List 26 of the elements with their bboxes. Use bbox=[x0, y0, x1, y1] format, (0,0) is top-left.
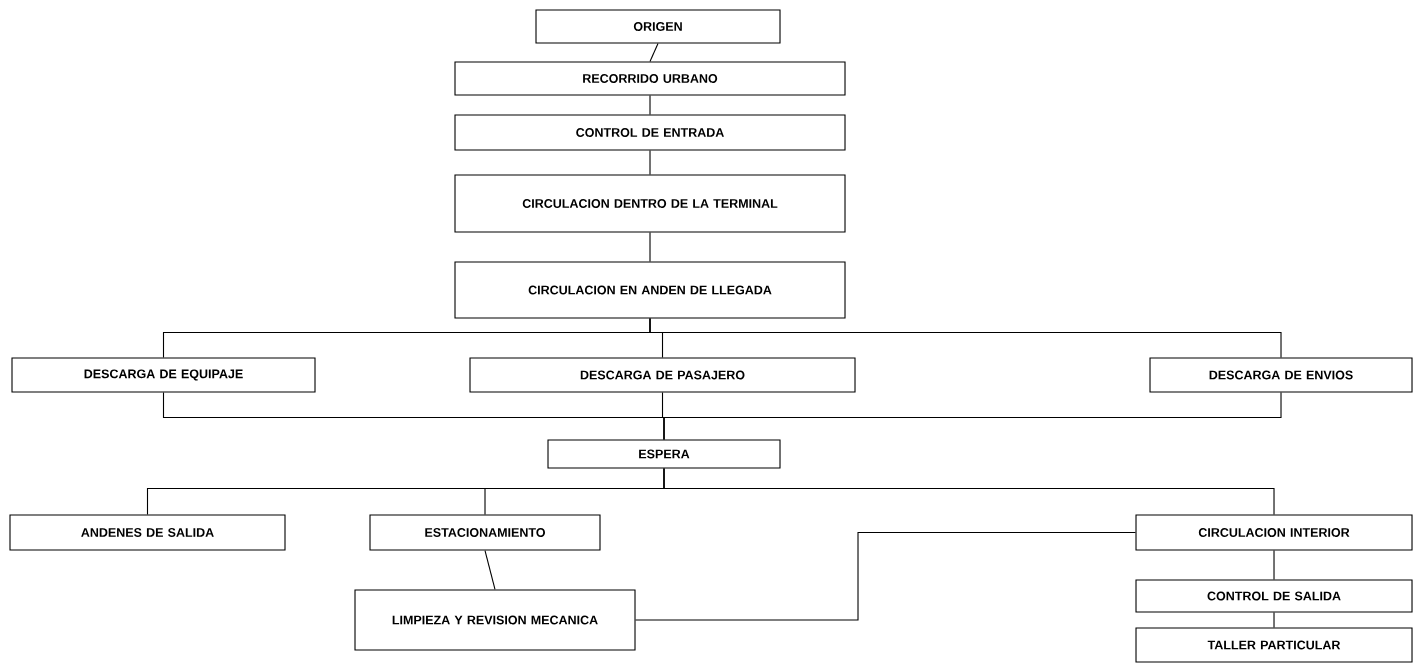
process-box: RECORRIDO URBANO bbox=[454, 61, 846, 96]
process-box: CIRCULACION INTERIOR bbox=[1135, 514, 1413, 551]
connector-line bbox=[649, 318, 1282, 358]
process-box: TALLER PARTICULAR bbox=[1135, 627, 1413, 663]
connector-line bbox=[484, 550, 496, 590]
process-box: CONTROL DE SALIDA bbox=[1135, 579, 1413, 613]
process-box: ESTACIONAMIENTO bbox=[369, 514, 601, 551]
process-box: DESCARGA DE PASAJERO bbox=[469, 357, 856, 393]
connector-line bbox=[1273, 550, 1275, 580]
process-box: ESPERA bbox=[547, 439, 781, 469]
process-box: CIRCULACION DENTRO DE LA TERMINAL bbox=[454, 174, 846, 233]
connector-line bbox=[1273, 612, 1275, 628]
process-box: LIMPIEZA Y REVISION MECANICA bbox=[354, 589, 636, 651]
connector-line bbox=[663, 392, 1282, 440]
connector-line bbox=[663, 468, 1275, 515]
process-box: ORIGEN bbox=[535, 9, 781, 44]
connector-line bbox=[649, 43, 659, 62]
connector-line bbox=[649, 150, 651, 175]
process-box: DESCARGA DE ENVIOS bbox=[1149, 357, 1413, 393]
process-box: CIRCULACION EN ANDEN DE LLEGADA bbox=[454, 261, 846, 319]
process-box: CONTROL DE ENTRADA bbox=[454, 114, 846, 151]
connector-line bbox=[635, 531, 1136, 621]
connector-line bbox=[649, 232, 651, 262]
process-box: DESCARGA DE EQUIPAJE bbox=[11, 357, 316, 393]
connector-line bbox=[649, 95, 651, 115]
process-box: ANDENES DE SALIDA bbox=[9, 514, 286, 551]
